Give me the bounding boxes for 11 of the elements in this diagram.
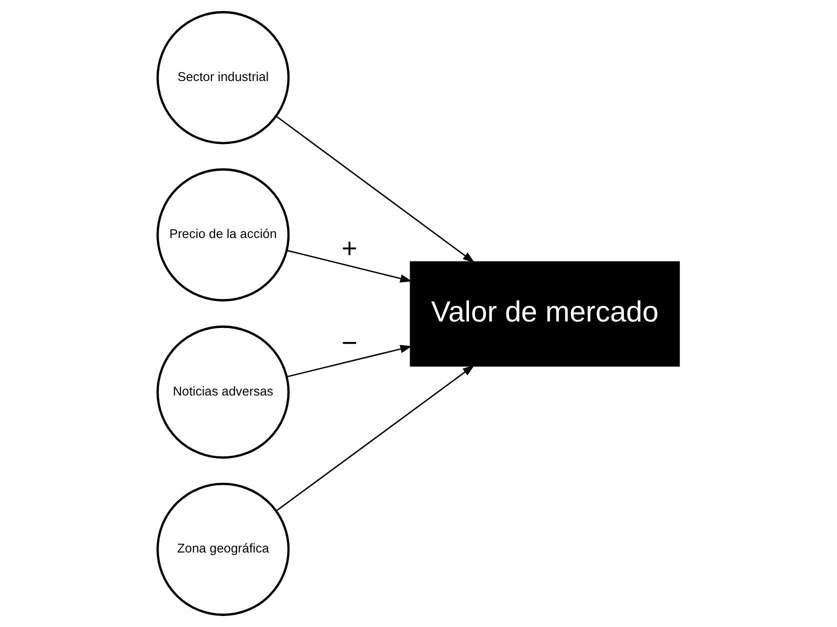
- node-circle: Zona geográfica: [156, 482, 290, 616]
- arrow: [286, 250, 412, 283]
- arrow: [276, 365, 475, 512]
- edge-label: −: [341, 327, 358, 358]
- arrow: [286, 344, 412, 378]
- edge-label: +: [341, 232, 358, 264]
- arrow: [276, 116, 475, 263]
- node-circle: Precio de la acción: [156, 168, 290, 302]
- node-circle: Noticias adversas: [156, 326, 290, 459]
- node-box: Valor de mercado: [410, 261, 680, 367]
- node-circle: Sector industrial: [156, 11, 290, 144]
